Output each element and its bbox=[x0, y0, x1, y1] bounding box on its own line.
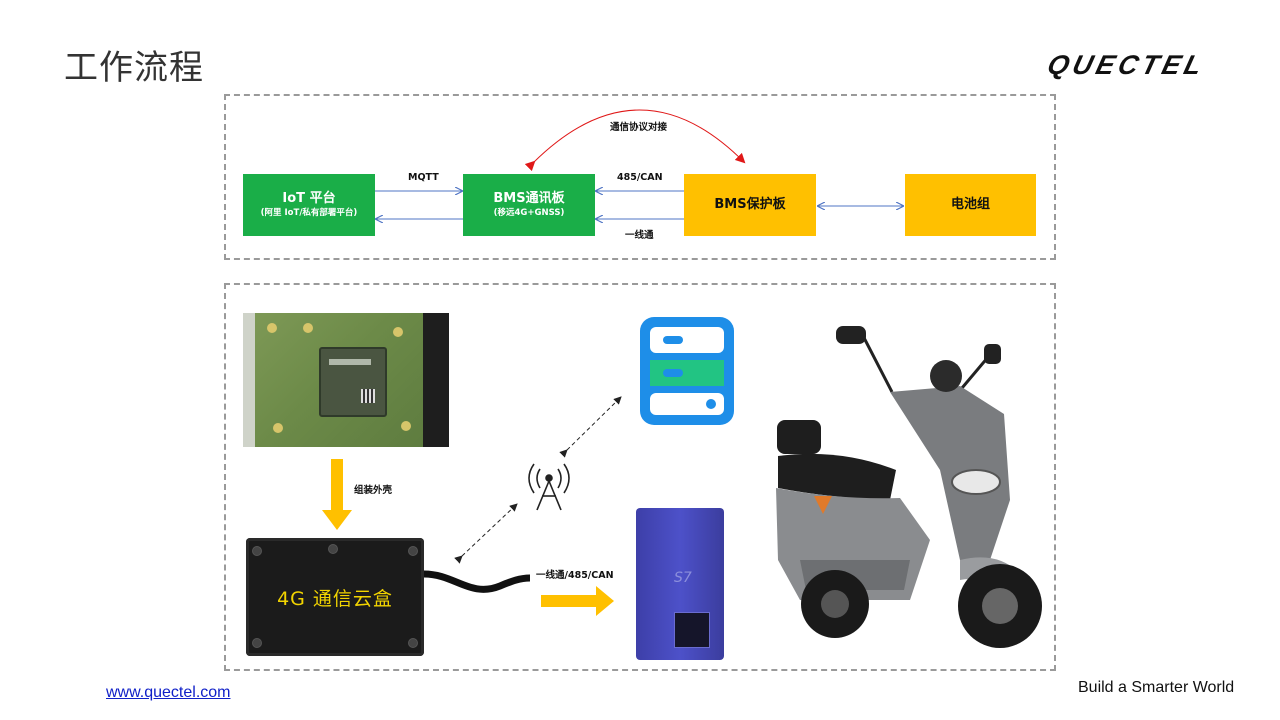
bms-protection-board-title: BMS保护板 bbox=[714, 197, 786, 212]
mqtt-label: MQTT bbox=[408, 172, 439, 183]
hardware-illustration-frame bbox=[224, 283, 1056, 671]
cloud-box-label: 4G 通信云盒 bbox=[277, 588, 393, 610]
battery-pack-title: 电池组 bbox=[950, 197, 990, 212]
iot-platform-node: IoT 平台 (阿里 IoT/私有部署平台) bbox=[243, 174, 375, 236]
bms-protection-board-node: BMS保护板 bbox=[684, 174, 816, 236]
dashed-link-box-antenna bbox=[454, 503, 518, 564]
iot-platform-title: IoT 平台 bbox=[282, 191, 336, 206]
bms-comm-board-title: BMS通讯板 bbox=[493, 191, 565, 206]
assemble-arrow bbox=[322, 459, 352, 530]
server-icon bbox=[640, 317, 734, 425]
cloud-box-photo: 4G 通信云盒 bbox=[246, 538, 424, 656]
module-photo bbox=[243, 313, 449, 447]
dashed-link-antenna-server bbox=[559, 396, 622, 458]
link-arrow bbox=[541, 586, 614, 616]
scooter-photo bbox=[776, 326, 1042, 648]
link-protocol-label: 一线通/485/CAN bbox=[536, 570, 614, 581]
assemble-housing-label: 组装外壳 bbox=[354, 485, 393, 496]
battery-pack-node: 电池组 bbox=[905, 174, 1036, 236]
flow-diagram-frame bbox=[224, 94, 1056, 260]
cloud-box-cable bbox=[423, 570, 531, 593]
485-can-label: 485/CAN bbox=[617, 172, 663, 183]
protocol-arc bbox=[524, 109, 746, 172]
iot-platform-subtitle: (阿里 IoT/私有部署平台) bbox=[260, 208, 358, 218]
page-title: 工作流程 bbox=[64, 48, 204, 88]
website-link[interactable]: www.quectel.com bbox=[106, 684, 231, 701]
protocol-handshake-label: 通信协议对接 bbox=[610, 122, 668, 133]
bms-comm-board-node: BMS通讯板 (移远4G+GNSS) bbox=[463, 174, 595, 236]
slogan-text: Build a Smarter World bbox=[1078, 679, 1235, 696]
one-wire-label: 一线通 bbox=[625, 230, 654, 241]
antenna-icon bbox=[528, 463, 570, 511]
bms-comm-board-subtitle: (移远4G+GNSS) bbox=[493, 208, 565, 218]
battery-photo: S7 bbox=[636, 508, 724, 660]
